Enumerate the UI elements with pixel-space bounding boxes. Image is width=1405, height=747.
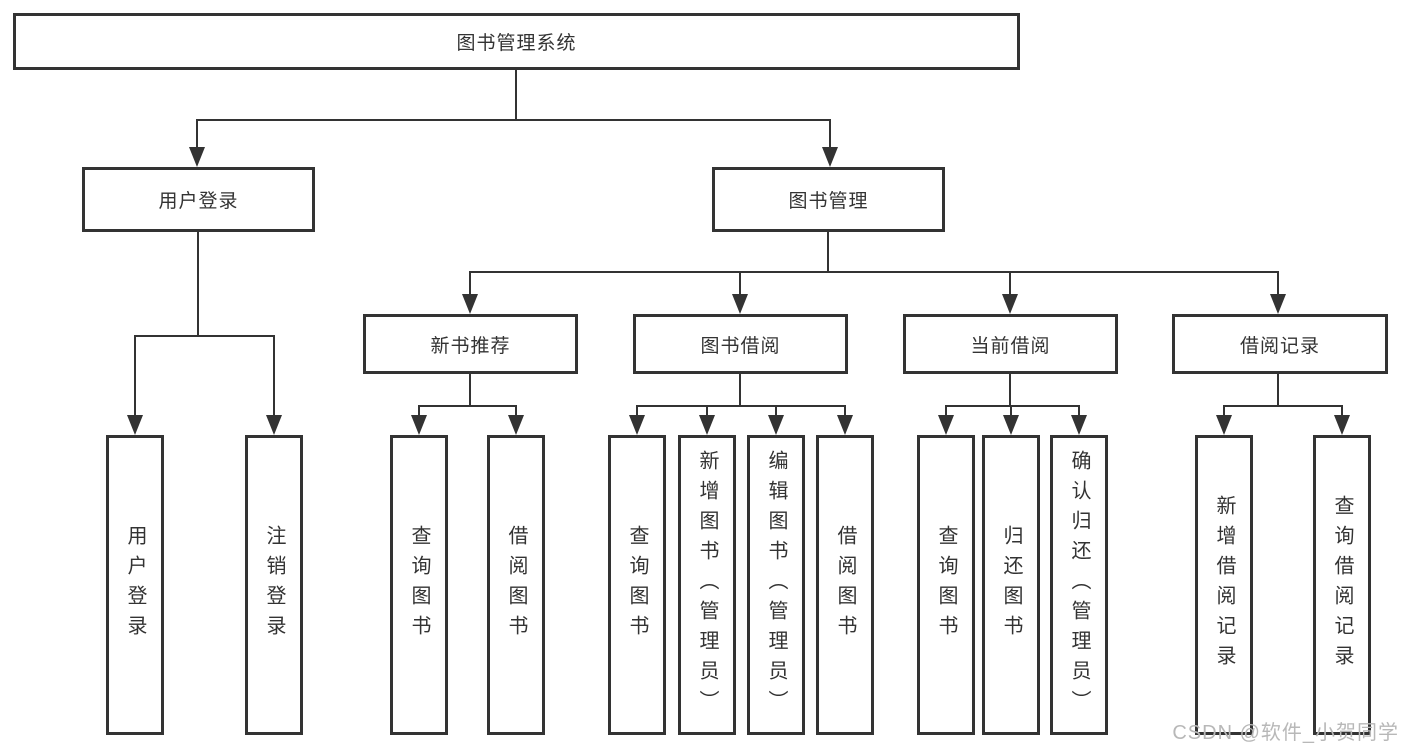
node-label: 查询图书: [626, 525, 648, 645]
connector-arrow-down: [462, 294, 478, 314]
node-leaf-borrow-books-1: 借阅图书: [487, 435, 545, 735]
connector-drop: [273, 336, 275, 416]
node-current-borrowing: 当前借阅: [903, 314, 1118, 374]
connector-arrow-down: [837, 415, 853, 435]
connector-arrow-down: [127, 415, 143, 435]
connector-bus: [134, 335, 275, 337]
connector-arrow-down: [1216, 415, 1232, 435]
node-leaf-query-borrow-record: 查询借阅记录: [1313, 435, 1371, 735]
connector-bus: [945, 405, 1080, 407]
node-leaf-logout: 注销登录: [245, 435, 303, 735]
connector-drop: [515, 406, 517, 416]
connector-stem: [197, 232, 199, 336]
node-label: 新增图书（管理员）: [696, 450, 718, 720]
connector-drop: [418, 406, 420, 416]
connector-drop: [844, 406, 846, 416]
node-label: 查询借阅记录: [1331, 495, 1353, 675]
connector-stem: [827, 232, 829, 272]
connector-drop: [829, 120, 831, 148]
connector-drop: [196, 120, 198, 148]
node-leaf-query-books-1: 查询图书: [390, 435, 448, 735]
node-label: 图书管理系统: [456, 33, 577, 54]
node-book-borrowing: 图书借阅: [633, 314, 848, 374]
node-library-management-system: 图书管理系统: [13, 13, 1020, 70]
connector-stem: [1277, 374, 1279, 406]
node-new-book-recommend: 新书推荐: [363, 314, 578, 374]
connector-arrow-down: [732, 294, 748, 314]
connector-drop: [469, 272, 471, 295]
connector-arrow-down: [1003, 415, 1019, 435]
connector-drop: [1223, 406, 1225, 416]
node-label: 借阅图书: [834, 525, 856, 645]
connector-drop: [945, 406, 947, 416]
connector-stem: [1009, 374, 1011, 406]
connector-stem: [469, 374, 471, 406]
node-label: 用户登录: [124, 525, 146, 645]
node-leaf-add-book-admin: 新增图书（管理员）: [678, 435, 736, 735]
node-label: 图书借阅: [700, 335, 781, 357]
connector-arrow-down: [768, 415, 784, 435]
node-label: 图书管理: [788, 191, 869, 212]
connector-arrow-down: [699, 415, 715, 435]
connector-arrow-down: [1071, 415, 1087, 435]
node-user-login: 用户登录: [82, 167, 315, 232]
connector-stem: [515, 70, 517, 120]
connector-arrow-down: [508, 415, 524, 435]
node-label: 编辑图书（管理员）: [765, 450, 787, 720]
connector-stem: [739, 374, 741, 406]
node-label: 新书推荐: [430, 335, 511, 357]
node-leaf-user-login: 用户登录: [106, 435, 164, 735]
watermark: CSDN @软件_小贺同学: [1172, 722, 1399, 744]
node-label: 确认归还（管理员）: [1068, 450, 1090, 720]
node-leaf-edit-book-admin: 编辑图书（管理员）: [747, 435, 805, 735]
connector-arrow-down: [822, 147, 838, 167]
connector-bus: [469, 271, 1279, 273]
connector-arrow-down: [1270, 294, 1286, 314]
connector-bus: [196, 119, 831, 121]
connector-arrow-down: [1334, 415, 1350, 435]
node-label: 当前借阅: [970, 335, 1051, 357]
connector-drop: [739, 272, 741, 295]
node-leaf-confirm-return-admin: 确认归还（管理员）: [1050, 435, 1108, 735]
node-leaf-return-books: 归还图书: [982, 435, 1040, 735]
connector-drop: [706, 406, 708, 416]
node-label: 借阅记录: [1239, 335, 1320, 357]
node-label: 借阅图书: [505, 525, 527, 645]
connector-arrow-down: [938, 415, 954, 435]
node-book-management: 图书管理: [712, 167, 945, 232]
connector-arrow-down: [266, 415, 282, 435]
connector-drop: [1341, 406, 1343, 416]
node-leaf-add-borrow-record: 新增借阅记录: [1195, 435, 1253, 735]
node-leaf-query-books-3: 查询图书: [917, 435, 975, 735]
connector-arrow-down: [411, 415, 427, 435]
connector-drop: [636, 406, 638, 416]
connector-arrow-down: [189, 147, 205, 167]
node-label: 归还图书: [1000, 525, 1022, 645]
connector-bus: [1223, 405, 1343, 407]
node-label: 用户登录: [158, 191, 239, 212]
connector-drop: [134, 336, 136, 416]
connector-arrow-down: [629, 415, 645, 435]
connector-drop: [1078, 406, 1080, 416]
connector-bus: [418, 405, 517, 407]
node-label: 新增借阅记录: [1213, 495, 1235, 675]
connector-drop: [775, 406, 777, 416]
node-borrow-records: 借阅记录: [1172, 314, 1388, 374]
connector-drop: [1010, 406, 1012, 416]
node-leaf-query-books-2: 查询图书: [608, 435, 666, 735]
node-label: 查询图书: [408, 525, 430, 645]
connector-drop: [1277, 272, 1279, 295]
node-leaf-borrow-books-2: 借阅图书: [816, 435, 874, 735]
node-label: 注销登录: [263, 525, 285, 645]
connector-drop: [1009, 272, 1011, 295]
connector-arrow-down: [1002, 294, 1018, 314]
node-label: 查询图书: [935, 525, 957, 645]
connector-bus: [636, 405, 846, 407]
